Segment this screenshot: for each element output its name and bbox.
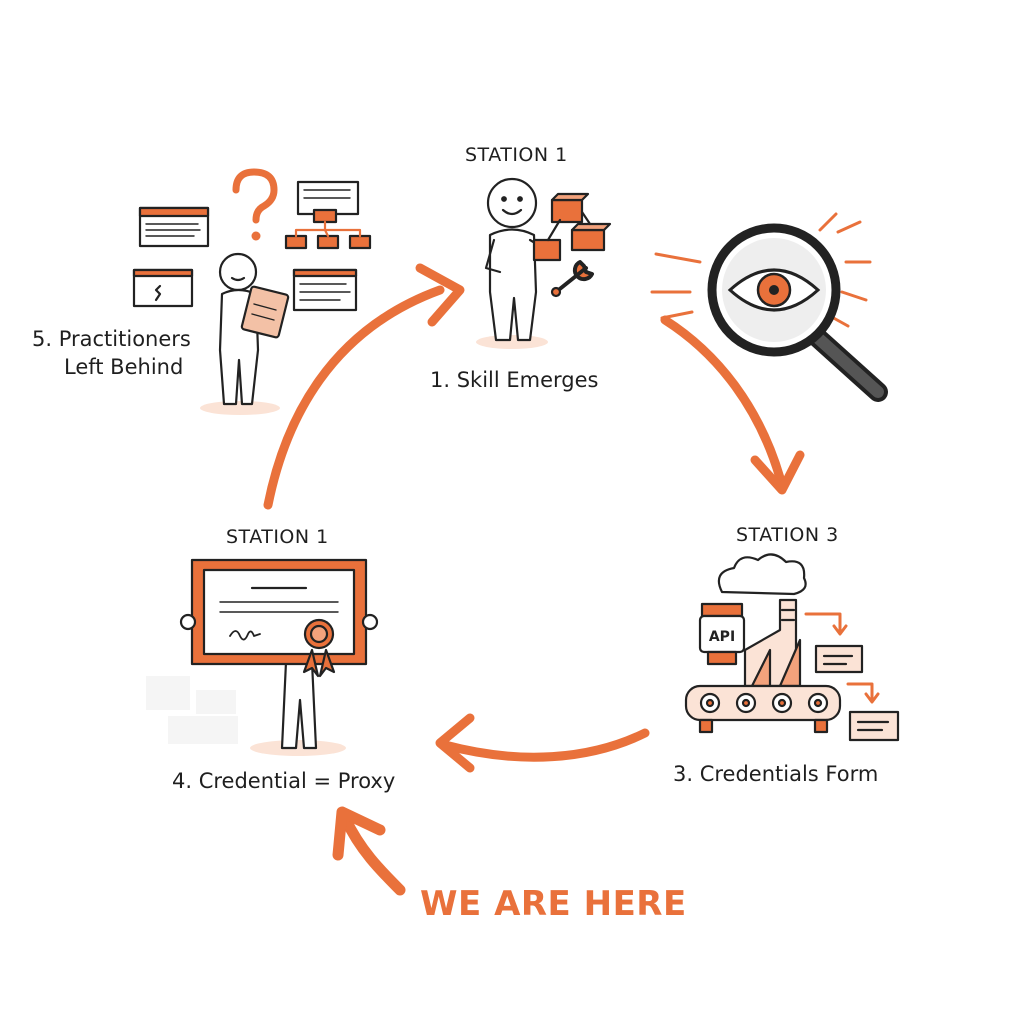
station-5-illustration xyxy=(132,168,372,415)
credential-document-icons xyxy=(804,612,900,742)
stick-figure-icon xyxy=(280,660,318,750)
station-5-caption-line1: 5. Practitioners xyxy=(32,327,191,351)
flowchart-icon xyxy=(284,208,372,250)
arrow-left-to-top xyxy=(263,263,465,510)
station-4-tag: STATION 1 xyxy=(226,526,329,548)
magnifier-eye-icon xyxy=(650,212,888,402)
wrench-icon xyxy=(550,260,594,298)
we-are-here-arrow xyxy=(332,806,406,896)
document-icon xyxy=(138,206,210,248)
document-icon xyxy=(292,268,358,312)
conveyor-icon xyxy=(684,684,842,734)
clipboard-icon xyxy=(240,285,290,339)
document-icon xyxy=(132,268,194,308)
station-5-caption-line2: Left Behind xyxy=(64,355,184,379)
station-1-illustration xyxy=(476,177,612,349)
faded-background-icons xyxy=(146,676,238,744)
station-4-illustration xyxy=(146,558,379,756)
station-1-tag: STATION 1 xyxy=(465,144,568,166)
rosette-icon xyxy=(302,618,336,678)
block-icons xyxy=(532,192,612,262)
stick-figure-icon xyxy=(484,177,552,342)
api-badge: API xyxy=(709,629,735,645)
document-icon xyxy=(296,180,360,216)
arrow-top-to-right xyxy=(660,315,805,495)
station-3-tag: STATION 3 xyxy=(736,524,839,546)
question-mark-icon xyxy=(232,168,278,241)
arrow-right-to-left xyxy=(435,713,650,773)
certificate-icon xyxy=(179,558,379,666)
we-are-here-label: WE ARE HERE xyxy=(420,884,687,924)
station-1-caption: 1. Skill Emerges xyxy=(430,368,599,392)
station-4-caption: 4. Credential = Proxy xyxy=(172,769,396,793)
station-3-caption: 3. Credentials Form xyxy=(673,762,879,786)
factory-icon xyxy=(698,598,802,688)
station-3-illustration xyxy=(684,553,900,742)
